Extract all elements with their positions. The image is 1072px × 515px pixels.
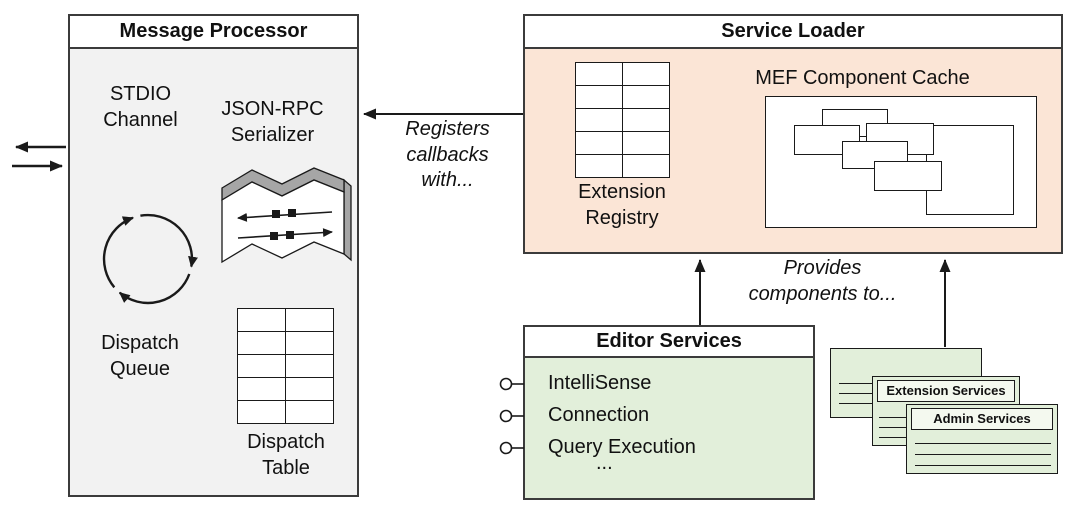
dispatch-queue-label: Dispatch Queue [101,332,179,380]
provides-components-annotation: Provides components to... [748,257,897,305]
lollipop-circle [499,409,513,423]
editor-services-box: Editor Services [523,325,815,500]
json-rpc-serializer-label: JSON-RPC Serializer [221,98,324,146]
extension-services-card-title: Extension Services [877,380,1015,402]
editor-service-item-query-execution: Query Execution [548,436,696,458]
message-processor-box: Message Processor [68,14,359,497]
editor-services-title: Editor Services [525,327,813,358]
dispatch-table-label: Dispatch Table [247,431,325,479]
admin-services-card: Admin Services [906,404,1058,474]
admin-services-card-title: Admin Services [911,408,1053,430]
serializer-ribbon-icon [221,167,352,264]
stdio-channel-label: STDIO Channel [103,83,178,131]
lollipop-circle [499,377,513,391]
mef-component-cache-box [765,96,1037,228]
extension-registry-graphic [575,62,670,178]
registers-callbacks-annotation: Registers callbacks with... [405,118,490,192]
service-loader-title: Service Loader [525,16,1061,49]
message-processor-title: Message Processor [70,16,357,49]
card-text-line [915,443,1051,444]
mef-component-cache-label: MEF Component Cache [755,67,970,89]
editor-service-item-intellisense: IntelliSense [548,372,652,394]
card-text-line [915,454,1051,455]
dispatch-table-graphic [237,308,334,424]
dispatch-queue-cycle-icon [102,213,198,305]
editor-service-item-connection: Connection [548,404,650,426]
mef-component-rect [874,161,942,191]
lollipop-circle [499,441,513,455]
extension-registry-label: Extension Registry [578,181,666,229]
card-text-line [915,465,1051,466]
editor-service-item-ellipsis: ... [596,452,613,474]
